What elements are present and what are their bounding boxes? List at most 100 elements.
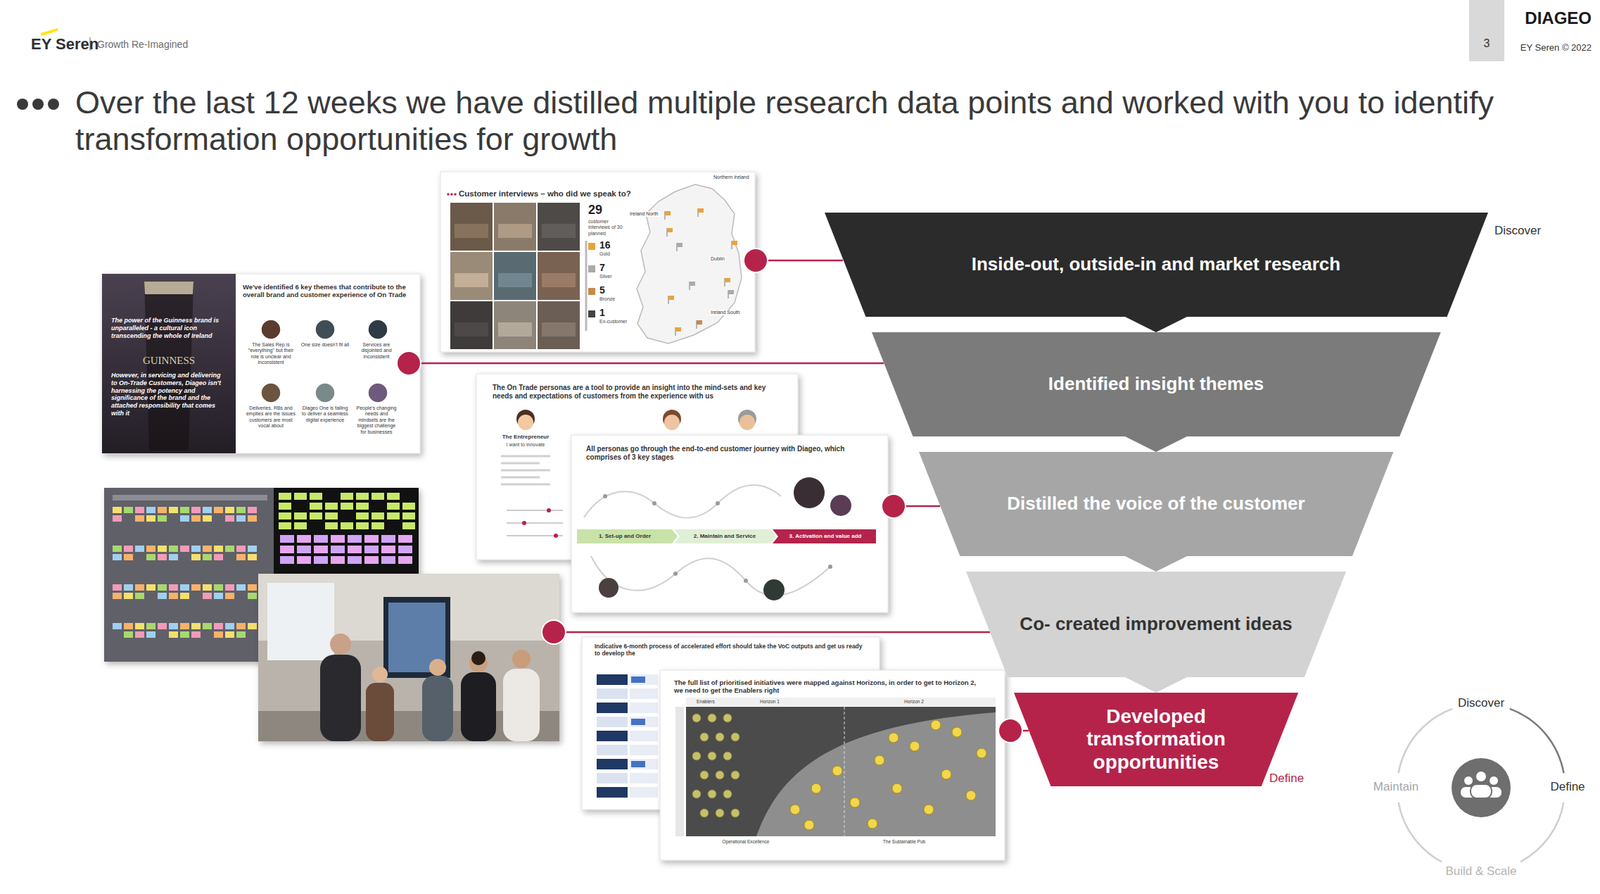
workshop-board [112, 494, 268, 501]
persona-detail [506, 509, 563, 511]
initiative-dot [700, 808, 709, 817]
pub-photo [541, 223, 576, 238]
sticky-note [191, 515, 201, 522]
sticky-note [168, 553, 179, 561]
plan-table [629, 716, 658, 727]
pub-photo [493, 301, 537, 349]
sticky-note [213, 553, 224, 561]
pub-photo [454, 322, 489, 337]
stat-number: 1 [599, 306, 606, 319]
interview-slide-thumbnail [588, 287, 596, 295]
theme-caption: Diageo One is failing to deliver a seaml… [299, 405, 351, 423]
sticky-note [112, 515, 122, 522]
workshop-photo [258, 573, 560, 741]
theme-icon [261, 382, 281, 403]
axis-label: Enablers [696, 698, 715, 705]
sticky-note [191, 545, 201, 552]
header-art [1469, 0, 1505, 62]
band-shape [824, 212, 1489, 317]
sticky-note [247, 622, 257, 630]
funnel-band: Identified insight themes [871, 332, 1441, 437]
sticky-note [398, 555, 413, 564]
band-shape [871, 332, 1441, 437]
initiative-dot [849, 797, 860, 808]
sticky-note [157, 553, 167, 561]
journey-slide-thumbnail [674, 529, 777, 544]
sticky-note [146, 553, 156, 561]
leader-line [408, 260, 1029, 731]
stat-number: 5 [599, 284, 606, 297]
plan-table [596, 688, 628, 699]
sticky-note [236, 583, 246, 591]
initiative-dot [867, 818, 878, 829]
theme-caption: Services are disjointed and inconsistent [356, 341, 397, 360]
sticky-note [146, 631, 156, 638]
sticky-note [402, 512, 416, 520]
sticky-note [123, 631, 133, 638]
sticky-note [123, 592, 133, 599]
initiative-dot [731, 732, 740, 741]
sticky-note [398, 534, 413, 543]
interview-slide-thumbnail [453, 192, 457, 196]
sticky-note [347, 534, 362, 543]
journey-slide-thumbnail [652, 500, 657, 506]
sticky-note [247, 545, 257, 552]
plan-table [596, 730, 628, 741]
journey-slide-thumbnail [772, 529, 876, 544]
sticky-note [247, 515, 257, 522]
sticky-note [202, 545, 212, 552]
cycle-label: Maintain [1372, 779, 1420, 794]
horizons-slide-thumbnail [659, 669, 1005, 860]
sticky-note [278, 502, 292, 510]
pub-photo [498, 223, 532, 238]
sticky-note [225, 506, 235, 513]
plan-table [629, 730, 658, 741]
sticky-note [225, 583, 235, 591]
leader-line [408, 362, 884, 365]
map-label: Ireland South [709, 309, 749, 316]
theme-icon [261, 319, 281, 340]
pub-photo [537, 202, 580, 251]
axis-label: Operational Excellence [722, 838, 770, 845]
sticky-note [364, 534, 379, 543]
sticky-note [202, 622, 212, 630]
band-label: Inside-out, outside-in and market resear… [868, 254, 1443, 276]
initiative-dot [941, 769, 952, 779]
initiative-dot [700, 732, 709, 741]
sticky-note [225, 622, 235, 630]
sticky-note [347, 545, 362, 554]
initiative-dot [976, 747, 987, 758]
journey-slide-thumbnail [571, 434, 888, 613]
sticky-note [180, 592, 190, 599]
sticky-note [191, 622, 201, 630]
sticky-note [225, 515, 235, 522]
plan-table [596, 758, 628, 770]
journey-slide-thumbnail [576, 529, 678, 544]
workshop-photo [365, 682, 395, 741]
sticky-note [325, 502, 338, 510]
band-label: Identified insight themes [916, 373, 1396, 395]
map-label: Northern Ireland [712, 174, 752, 181]
initiative-dot [723, 713, 732, 722]
thumbnail-heading: The full list of prioritised initiatives… [674, 678, 984, 695]
page-number: 3 [1483, 36, 1491, 50]
initiative-dot [692, 713, 987, 830]
sticky-note [294, 512, 307, 520]
sticky-note [313, 534, 328, 543]
theme-icon [315, 319, 335, 340]
sticky-note [213, 631, 224, 638]
persona-detail [500, 462, 540, 465]
sticky-note [364, 545, 379, 554]
sticky-note [202, 553, 212, 561]
plan-table [629, 674, 658, 685]
sticky-note [340, 492, 354, 500]
stat-caption: Gold [599, 251, 611, 257]
sticky-note [313, 555, 328, 564]
sticky-note [356, 522, 369, 530]
sticky-note [112, 506, 122, 513]
interview-slide-thumbnail [585, 240, 588, 331]
initiative-dot [707, 713, 717, 722]
sticky-note [294, 492, 307, 500]
sticky-note [325, 512, 338, 520]
